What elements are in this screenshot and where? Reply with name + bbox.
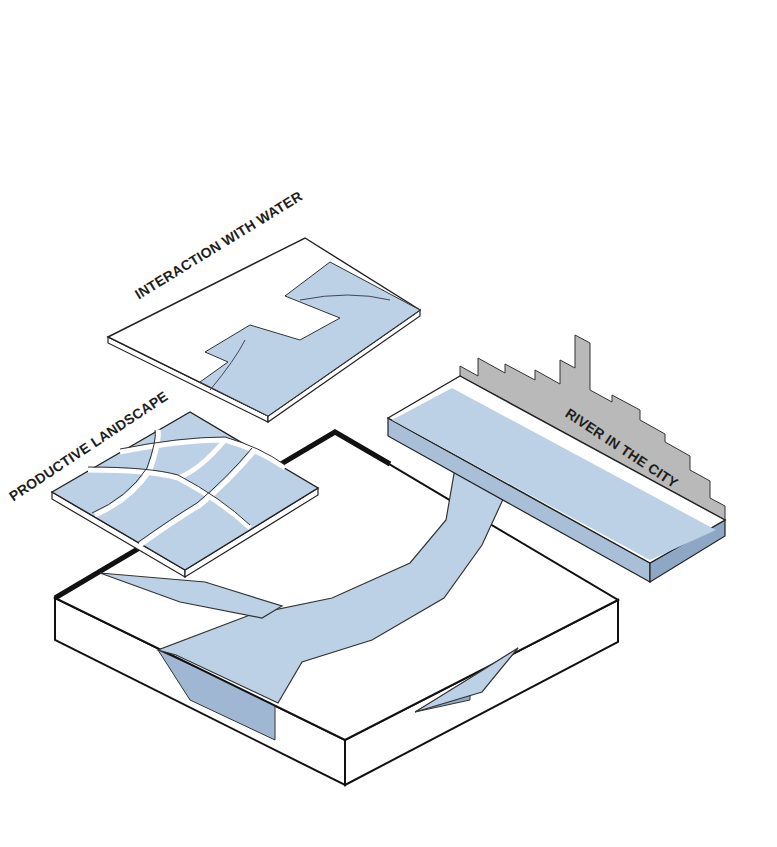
river-slab (388, 376, 725, 563)
water (100, 573, 282, 618)
water (200, 262, 420, 416)
interaction-layer (108, 238, 420, 416)
lake (415, 648, 518, 712)
shore-line (210, 295, 390, 390)
river-band (392, 388, 716, 560)
field-paths (88, 430, 285, 545)
field-path-lines (88, 430, 285, 543)
